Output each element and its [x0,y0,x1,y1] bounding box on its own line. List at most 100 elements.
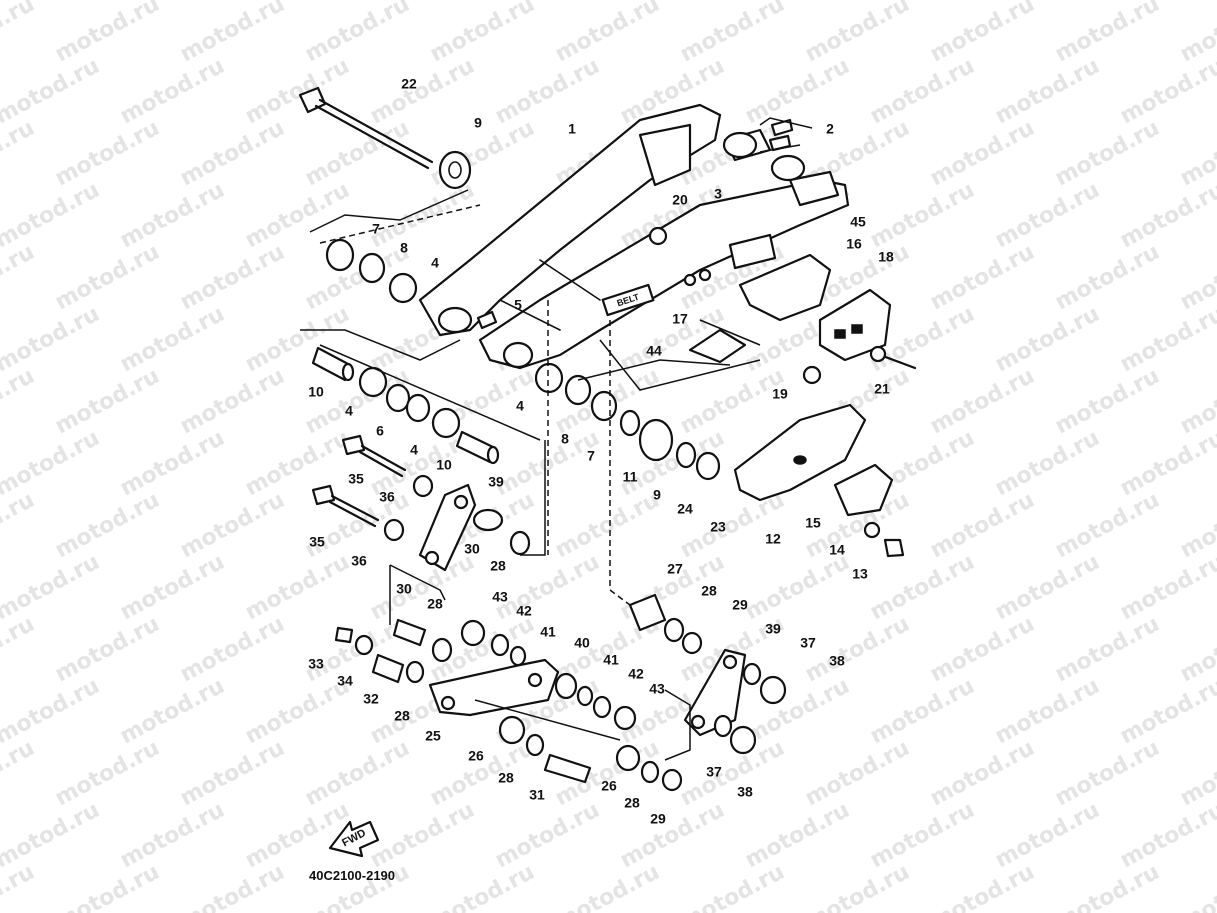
washer-part-41-left[interactable] [509,645,527,667]
watermark-text: motod.ru [426,860,539,913]
seal-part-28-right[interactable] [663,617,685,643]
washer-part-37-lower[interactable] [713,714,733,738]
callout-number-14: 14 [829,542,845,558]
watermark-text: motod.ru [1051,240,1164,316]
seal-part-28-mid[interactable] [431,637,453,663]
washer-part-34[interactable] [354,634,374,656]
bolt-part-5[interactable] [476,310,498,330]
bolt-part-19[interactable] [802,365,822,385]
bolt-part-21[interactable] [869,345,917,370]
seal-part-7[interactable] [325,238,355,272]
watermark-text: motod.ru [116,798,229,874]
guard-part-18[interactable] [818,288,892,362]
collar-part-10-left[interactable] [311,346,355,382]
washer-part-36-upper[interactable] [412,474,434,498]
washer-part-11[interactable] [619,409,641,437]
watermark-text: motod.ru [926,0,1039,67]
callout-number-9: 9 [474,115,482,131]
watermark-text: motod.ru [991,426,1104,502]
watermark-text: motod.ru [241,550,354,626]
collar-part-32[interactable] [371,653,405,684]
seal-part-7-right[interactable] [590,390,618,422]
collar-part-4-mid[interactable] [431,407,461,439]
callout-number-42: 42 [516,603,532,619]
bearing-part-8-right[interactable] [564,374,592,406]
collar-part-27[interactable] [628,593,667,632]
watermark-text: motod.ru [1051,364,1164,440]
nut-part-38-lower[interactable] [729,725,757,755]
washer-part-41-right[interactable] [576,685,594,707]
callout-number-24: 24 [677,501,693,517]
seal-part-28-bottom[interactable] [525,733,545,757]
collar-part-29-right[interactable] [681,631,703,655]
watermark-text: motod.ru [176,860,289,913]
washer-part-42-right[interactable] [592,695,612,719]
watermark-text: motod.ru [1116,550,1217,626]
chain-guide-part-12[interactable] [733,403,867,502]
callout-number-29: 29 [732,597,748,613]
watermark-text: motod.ru [0,488,39,564]
connecting-rod-part-39-left[interactable] [418,483,477,572]
diagram-code: 40C2100-2190 [309,868,395,883]
watermark-text: motod.ru [0,302,104,378]
collar-part-29-bottom[interactable] [661,768,683,792]
bolt-part-43-right[interactable] [613,705,637,731]
seal-part-28-upper[interactable] [509,530,531,556]
relay-arm-part-25[interactable] [428,658,560,717]
watermark-text: motod.ru [301,116,414,192]
collar-part-30-upper[interactable] [472,508,504,532]
nut-part-40[interactable] [554,672,578,700]
watermark-text: motod.ru [1176,860,1217,913]
connecting-rod-part-39-right[interactable] [683,648,747,737]
forward-direction-arrow: FWD [328,820,380,858]
callout-number-10: 10 [308,384,324,400]
watermark-text: motod.ru [676,860,789,913]
callout-number-17: 17 [672,311,688,327]
pivot-shaft-part-22[interactable] [298,86,434,170]
collar-part-30-lower[interactable] [392,618,427,647]
collar-part-26-right[interactable] [615,744,641,772]
washer-part-37-upper[interactable] [742,662,762,686]
seal-part-9-right[interactable] [638,418,674,462]
nut-part-23[interactable] [695,451,721,481]
collar-part-4-right[interactable] [534,362,564,394]
watermark-text: motod.ru [866,178,979,254]
watermark-text: motod.ru [176,612,289,688]
bolt-part-31[interactable] [543,753,592,784]
seal-part-28-left[interactable] [405,660,425,684]
bracket-part-15[interactable] [833,463,894,517]
callout-number-40: 40 [574,635,590,651]
washer-part-14[interactable] [863,521,881,539]
callout-number-29: 29 [650,811,666,827]
washer-part-42-left[interactable] [490,633,510,657]
swingarm-part-1[interactable] [418,103,850,370]
callout-number-41: 41 [603,652,619,668]
bolt-part-43-left[interactable] [460,619,486,647]
watermark-text: motod.ru [116,302,229,378]
bracket-part-16[interactable] [738,253,832,322]
oil-seal-part-9[interactable] [438,150,472,190]
watermark-text: motod.ru [176,240,289,316]
nut-part-20[interactable] [648,226,668,246]
collar-part-10-right[interactable] [455,430,500,465]
collar-part-4-upper[interactable] [388,272,418,304]
watermark-text: motod.ru [1051,0,1164,67]
bearing-part-8[interactable] [358,252,386,284]
nut-part-38-upper[interactable] [759,675,787,705]
collar-part-26-left[interactable] [498,715,526,745]
callout-number-18: 18 [878,249,894,265]
bolt-part-35-lower[interactable] [311,484,380,528]
bolt-part-33[interactable] [334,626,354,644]
bearing-part-6[interactable] [385,383,431,423]
washer-part-36-lower[interactable] [383,518,405,542]
watermark-text: motod.ru [866,550,979,626]
bracket-part-17[interactable] [688,328,747,364]
washer-part-24[interactable] [675,441,697,469]
watermark-text: motod.ru [366,54,479,130]
chain-puller-part-3[interactable] [722,131,806,182]
bolt-part-35-upper[interactable] [341,434,407,478]
bolt-part-13[interactable] [883,538,905,558]
watermark-text: motod.ru [991,550,1104,626]
seal-part-28-bottom-right[interactable] [640,760,660,784]
